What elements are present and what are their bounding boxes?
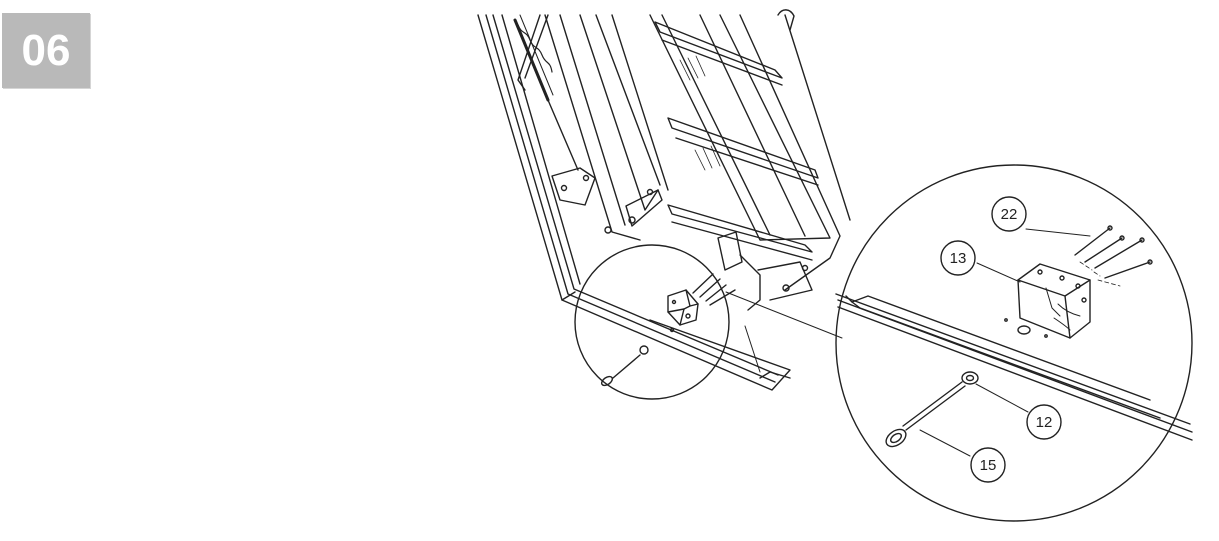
eye-bolt [600, 345, 649, 387]
screw [692, 273, 736, 306]
detail-magnifier [835, 164, 1193, 522]
callout-13: 13 [940, 240, 976, 276]
callout-13-label: 13 [950, 250, 967, 267]
callout-15-label: 15 [980, 457, 997, 474]
callout-12: 12 [1026, 404, 1062, 440]
washer [961, 371, 979, 385]
callout-22: 22 [991, 196, 1027, 232]
bracket [667, 289, 699, 326]
small-detail-circle [574, 244, 736, 400]
bracket [1017, 263, 1091, 339]
callout-12-label: 12 [1036, 414, 1053, 431]
callout-15: 15 [970, 447, 1006, 483]
ladder-hatch-drawing [477, 9, 851, 391]
callout-22-label: 22 [1001, 206, 1018, 223]
eye-bolt [885, 381, 966, 448]
screw [1074, 225, 1153, 287]
step-number-badge: 06 [2, 13, 90, 88]
